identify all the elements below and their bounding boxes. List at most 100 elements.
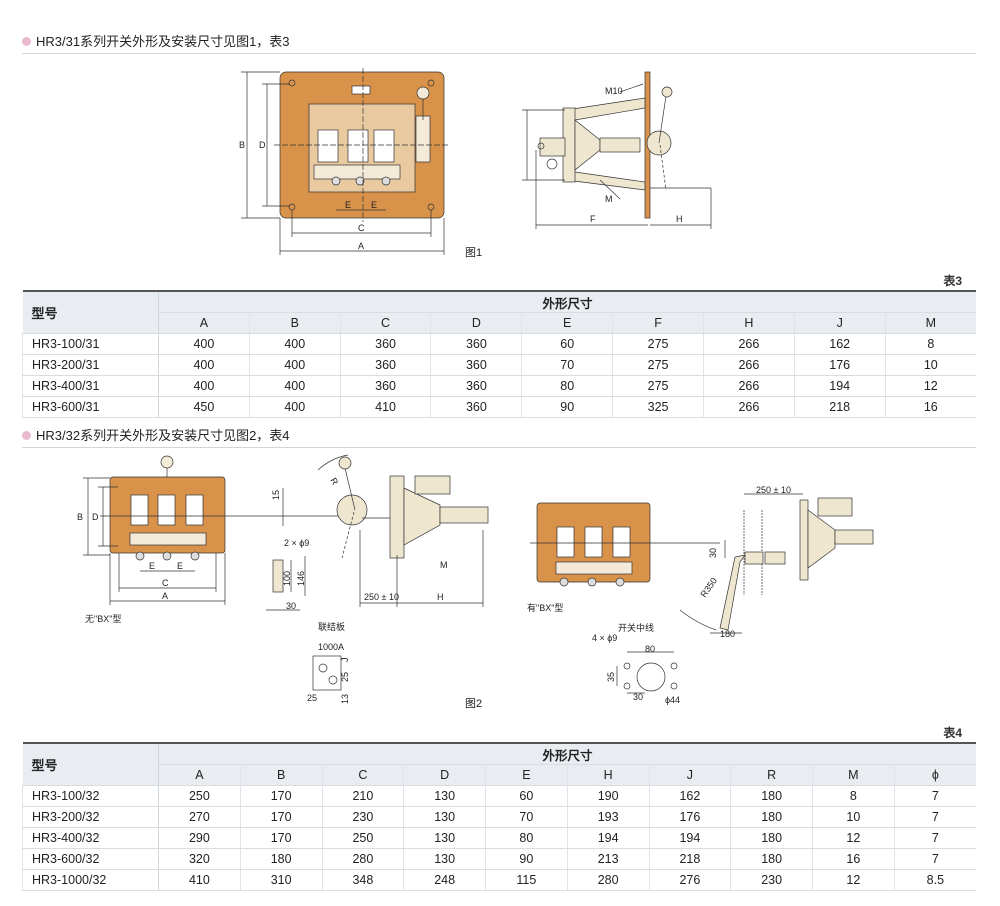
column-header: F xyxy=(612,312,704,334)
dimension-cell: 176 xyxy=(793,354,886,376)
column-header: H xyxy=(702,312,795,334)
dim-label-1000a: 1000A xyxy=(318,642,344,652)
figure-2-front-view-bx xyxy=(530,493,874,694)
dimension-cell: 180 xyxy=(730,806,813,828)
dimension-cell: 325 xyxy=(612,396,704,418)
dimension-cell: 7 xyxy=(893,806,976,828)
dimension-cell: 12 xyxy=(884,375,976,397)
dimension-cell: 7 xyxy=(893,827,976,849)
dim-label-b: B xyxy=(77,512,83,522)
dim-label-e: E xyxy=(149,561,155,571)
dimension-cell: 270 xyxy=(158,806,241,828)
model-cell: HR3-400/31 xyxy=(22,375,159,397)
dimension-cell: 8.5 xyxy=(893,869,976,891)
dimension-cell: 320 xyxy=(158,848,241,870)
dim-label-250: 250 ± 10 xyxy=(756,485,791,495)
figure-1-front-view xyxy=(241,68,450,255)
dimension-cell: 10 xyxy=(884,354,976,376)
column-header: M xyxy=(812,764,895,786)
dimension-cell: 360 xyxy=(430,354,522,376)
dimension-cell: 90 xyxy=(521,396,613,418)
dim-label-4-holes: 4 × ϕ9 xyxy=(592,633,617,643)
model-cell: HR3-600/32 xyxy=(22,848,159,870)
model-cell: HR3-200/32 xyxy=(22,806,159,828)
divider xyxy=(22,447,976,448)
dimension-cell: 80 xyxy=(521,375,613,397)
dimension-cell: 275 xyxy=(612,333,704,355)
dim-label-13: 13 xyxy=(340,694,350,704)
bullet-icon xyxy=(22,37,31,46)
table-4-caption: 表4 xyxy=(943,726,962,740)
dim-label-80: 80 xyxy=(645,644,655,654)
dimension-cell: 360 xyxy=(339,375,431,397)
section-2-title: HR3/32系列开关外形及安装尺寸见图2，表4 xyxy=(36,428,290,443)
dimension-cell: 290 xyxy=(158,827,241,849)
dimension-cell: 360 xyxy=(430,396,522,418)
no-bx-type-label: 无"BX"型 xyxy=(85,614,121,624)
column-header: J xyxy=(648,764,731,786)
dim-label-m10: M10 xyxy=(605,86,623,96)
dim-label-e: E xyxy=(177,561,183,571)
dimension-cell: 230 xyxy=(321,806,404,828)
bx-type-label: 有"BX"型 xyxy=(527,602,563,613)
dimension-cell: 130 xyxy=(403,785,486,807)
dimension-cell: 90 xyxy=(485,848,568,870)
dimension-cell: 266 xyxy=(702,396,795,418)
column-header: E xyxy=(485,764,568,786)
dimension-cell: 360 xyxy=(430,333,522,355)
dimension-cell: 248 xyxy=(403,869,486,891)
dimension-cell: 115 xyxy=(485,869,568,891)
dim-label-h: H xyxy=(676,214,683,224)
dimension-cell: 12 xyxy=(812,869,895,891)
column-header: C xyxy=(321,764,404,786)
dim-label-25: 25 xyxy=(307,693,317,703)
figure-2-caption: 图2 xyxy=(465,697,482,710)
column-header: M xyxy=(884,312,976,334)
dim-label-c: C xyxy=(162,578,169,588)
dimension-cell: 360 xyxy=(430,375,522,397)
dimension-cell: 60 xyxy=(485,785,568,807)
dim-label-25: 25 xyxy=(340,672,350,682)
section-1-title: HR3/31系列开关外形及安装尺寸见图1，表3 xyxy=(36,34,290,49)
model-cell: HR3-100/32 xyxy=(22,785,159,807)
dimension-cell: 275 xyxy=(612,375,704,397)
dimension-cell: 162 xyxy=(648,785,731,807)
link-plate-label: 联结板 xyxy=(318,621,345,632)
column-header-model: 型号 xyxy=(22,290,159,334)
dimension-cell: 276 xyxy=(648,869,731,891)
column-header: E xyxy=(521,312,613,334)
dimension-cell: 170 xyxy=(239,827,322,849)
dimension-cell: 266 xyxy=(702,333,795,355)
dimension-cell: 400 xyxy=(248,333,341,355)
dimension-cell: 360 xyxy=(339,333,431,355)
dimension-cell: 176 xyxy=(648,806,731,828)
dimension-cell: 70 xyxy=(521,354,613,376)
bullet-icon xyxy=(22,431,31,440)
dim-label-250: 250 ± 10 xyxy=(364,592,399,602)
dimension-cell: 210 xyxy=(321,785,404,807)
section-2-heading: HR3/32系列开关外形及安装尺寸见图2，表4 xyxy=(22,425,290,444)
dimension-cell: 250 xyxy=(321,827,404,849)
column-header: B xyxy=(239,764,322,786)
switch-center-label: 开关中线 xyxy=(618,622,654,633)
column-header: R xyxy=(730,764,813,786)
dimension-cell: 410 xyxy=(158,869,241,891)
figure-2-front-view-no-bx xyxy=(83,454,489,691)
dim-label-c: C xyxy=(358,223,365,233)
dimension-cell: 280 xyxy=(566,869,649,891)
dimension-cell: 12 xyxy=(812,827,895,849)
dimension-cell: 8 xyxy=(884,333,976,355)
model-cell: HR3-100/31 xyxy=(22,333,159,355)
dimension-cell: 218 xyxy=(793,396,886,418)
dimension-cell: 80 xyxy=(485,827,568,849)
dimension-cell: 218 xyxy=(648,848,731,870)
divider xyxy=(22,53,976,54)
